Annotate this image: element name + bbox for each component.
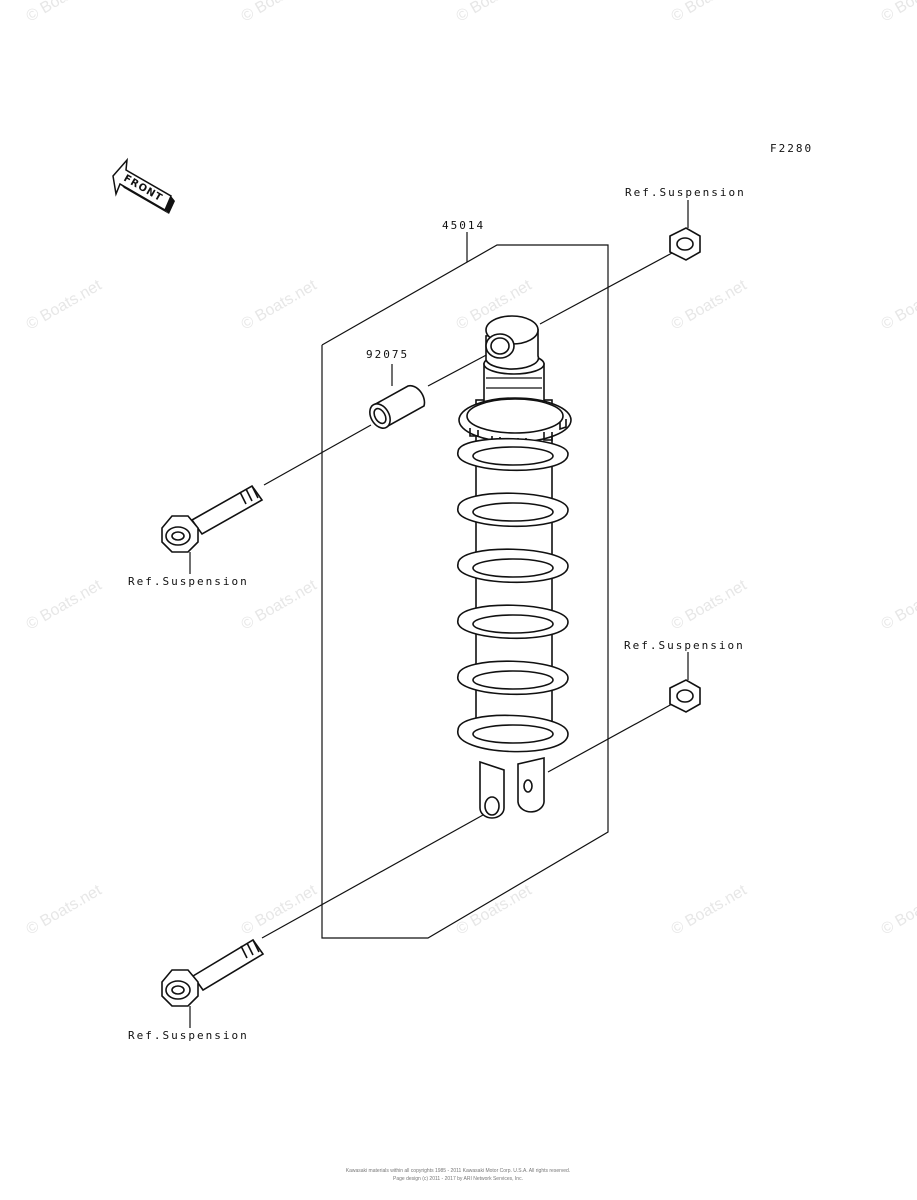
- shock-absorber: [457, 315, 572, 819]
- figure-code: F2280: [770, 142, 813, 155]
- bottom-nut: [669, 679, 701, 713]
- footer-copyright: Kawasaki materials within all copyrights…: [346, 1168, 570, 1174]
- watermark: © Boats.net: [454, 882, 536, 939]
- watermark-layer: © Boats.net © Boats.net © Boats.net © Bo…: [24, 0, 917, 938]
- collar-92075: [369, 384, 426, 429]
- ref-suspension-top-bolt: Ref.Suspension: [128, 575, 249, 588]
- watermark: © Boats.net: [239, 882, 321, 939]
- watermark: © Boats.net: [24, 277, 106, 334]
- watermark: © Boats.net: [669, 0, 751, 25]
- watermark: © Boats.net: [879, 0, 917, 25]
- watermark: © Boats.net: [239, 0, 321, 25]
- top-axis-line: [263, 424, 372, 486]
- watermark: © Boats.net: [24, 882, 106, 939]
- watermark: © Boats.net: [879, 277, 917, 334]
- top-nut: [669, 227, 701, 261]
- spring: [457, 437, 569, 753]
- part-number-45014: 45014: [442, 219, 485, 232]
- bottom-axis-line: [547, 703, 673, 773]
- watermark: © Boats.net: [239, 577, 321, 634]
- watermark: © Boats.net: [239, 277, 321, 334]
- watermark: © Boats.net: [24, 0, 106, 25]
- part-number-92075: 92075: [366, 348, 409, 361]
- watermark: © Boats.net: [879, 882, 917, 939]
- ref-suspension-bottom-nut: Ref.Suspension: [624, 639, 745, 652]
- watermark: © Boats.net: [669, 882, 751, 939]
- ref-suspension-bottom-bolt: Ref.Suspension: [128, 1029, 249, 1042]
- watermark: © Boats.net: [669, 577, 751, 634]
- bottom-bolt: [161, 938, 265, 1007]
- top-axis-line: [427, 351, 493, 387]
- top-axis-line: [539, 252, 673, 325]
- ref-suspension-top-nut: Ref.Suspension: [625, 186, 746, 199]
- bottom-axis-line: [261, 809, 493, 939]
- watermark: © Boats.net: [879, 577, 917, 634]
- assembly-bracket: [321, 244, 609, 939]
- front-arrow-icon: FRONT: [112, 157, 175, 214]
- top-bolt: [161, 484, 264, 553]
- watermark: © Boats.net: [454, 0, 536, 25]
- watermark: © Boats.net: [669, 277, 751, 334]
- footer-page-design: Page design (c) 2011 - 2017 by ARI Netwo…: [393, 1176, 523, 1182]
- watermark: © Boats.net: [24, 577, 106, 634]
